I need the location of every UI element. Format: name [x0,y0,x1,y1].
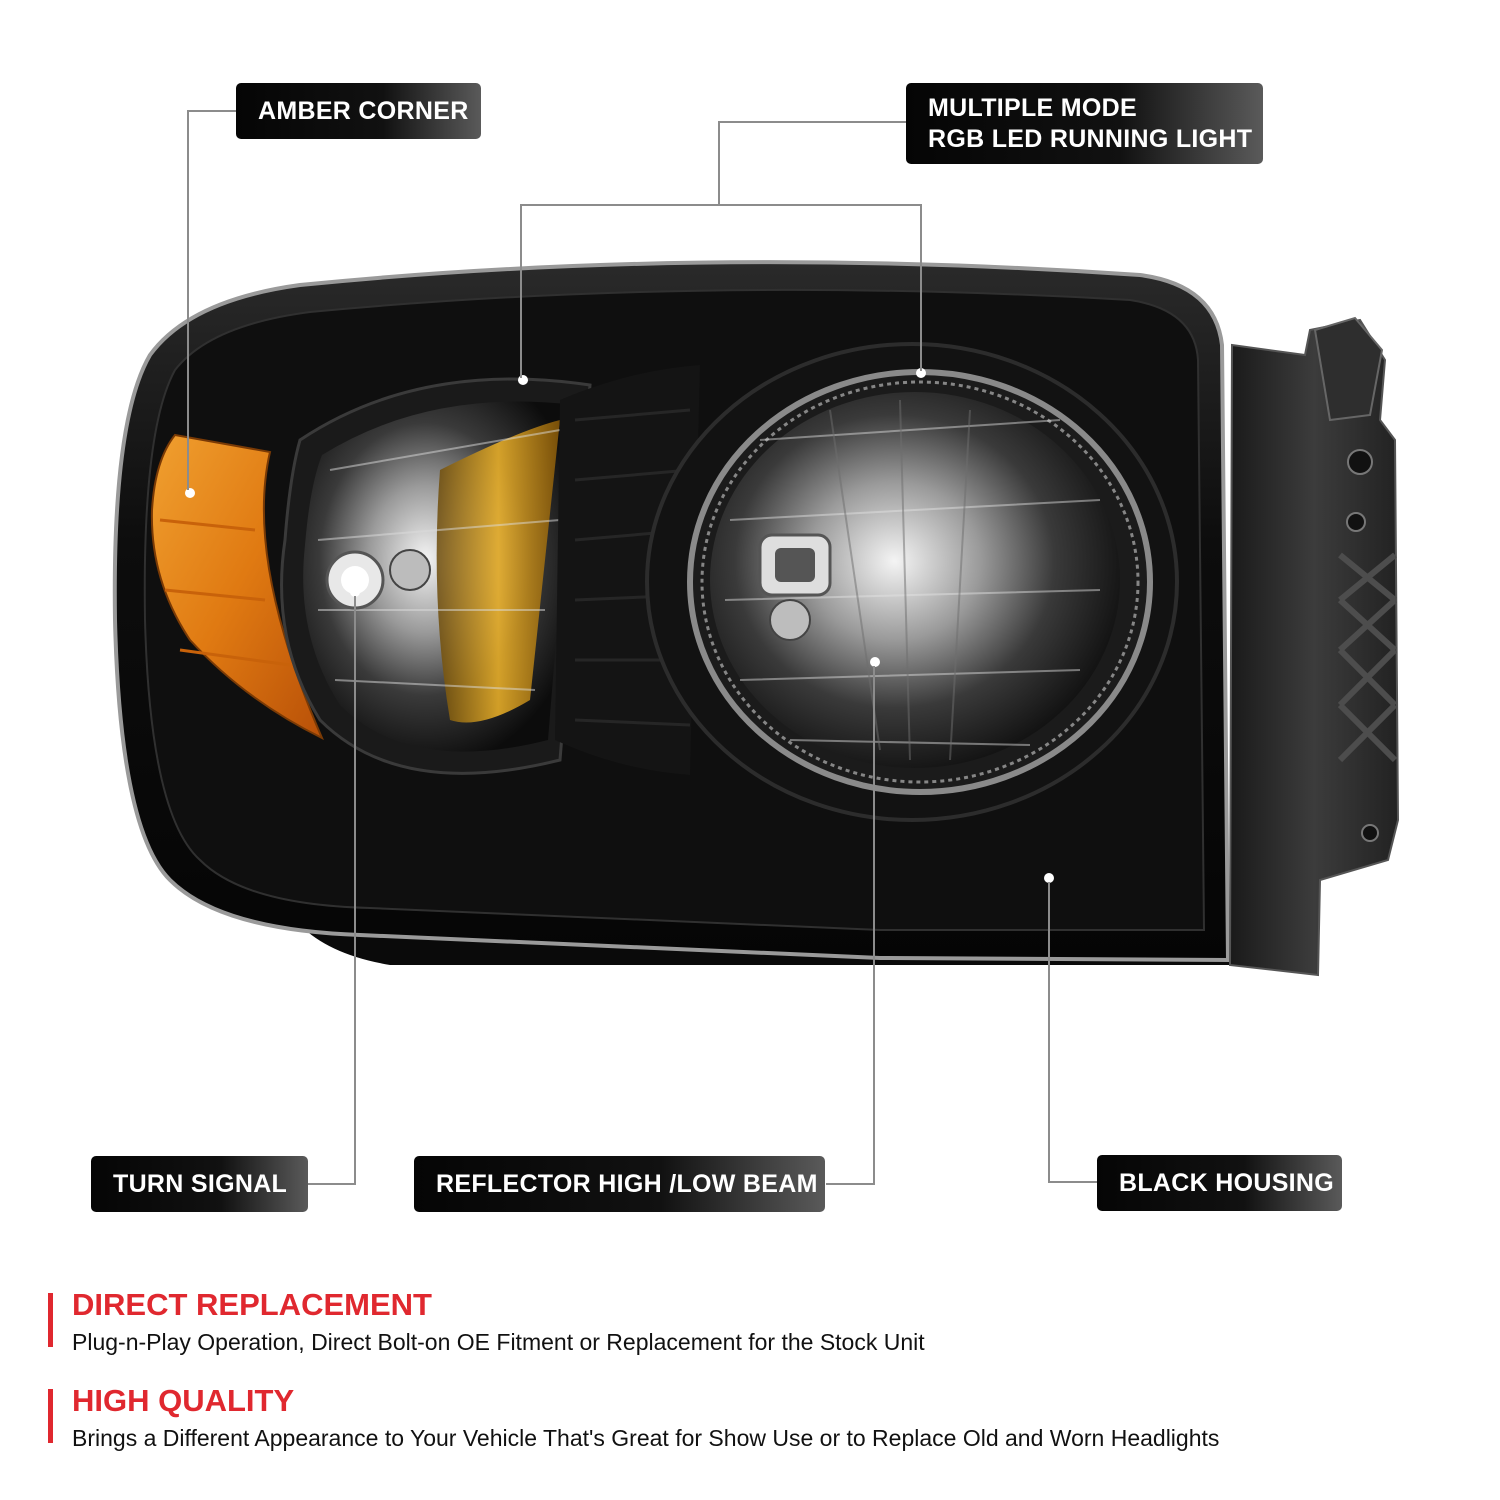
callout-reflector-beam-label: REFLECTOR HIGH /LOW BEAM [436,1169,818,1198]
callout-amber-corner: AMBER CORNER [236,83,481,139]
feature-title: DIRECT REPLACEMENT [72,1287,432,1322]
callout-rgb-led-running-light: MULTIPLE MODE RGB LED RUNNING LIGHT [906,83,1263,164]
feature-accent-bar [48,1389,53,1443]
callout-turn-signal: TURN SIGNAL [91,1156,308,1212]
feature-description: Plug-n-Play Operation, Direct Bolt-on OE… [72,1329,925,1355]
callout-black-housing: BLACK HOUSING [1097,1155,1342,1211]
callout-reflector-beam: REFLECTOR HIGH /LOW BEAM [414,1156,825,1212]
feature-description: Brings a Different Appearance to Your Ve… [72,1425,1220,1451]
left-lamp-bowl [280,377,592,775]
callout-rgb-led-line2: RGB LED RUNNING LIGHT [928,124,1253,153]
callout-turn-signal-label: TURN SIGNAL [113,1169,288,1198]
callout-rgb-led-line1: MULTIPLE MODE [928,93,1137,122]
callout-leader-lines [187,110,1097,1185]
callout-pointer-dots [185,368,1054,883]
center-barrel [555,365,700,775]
callout-amber-corner-label: AMBER CORNER [258,96,469,125]
callout-black-housing-label: BLACK HOUSING [1119,1168,1335,1197]
right-reflector-bowl [645,342,1179,822]
feature-title: HIGH QUALITY [72,1383,295,1418]
mounting-bracket [1228,316,1400,977]
feature-accent-bar [48,1293,53,1347]
amber-corner-lens [150,433,324,741]
